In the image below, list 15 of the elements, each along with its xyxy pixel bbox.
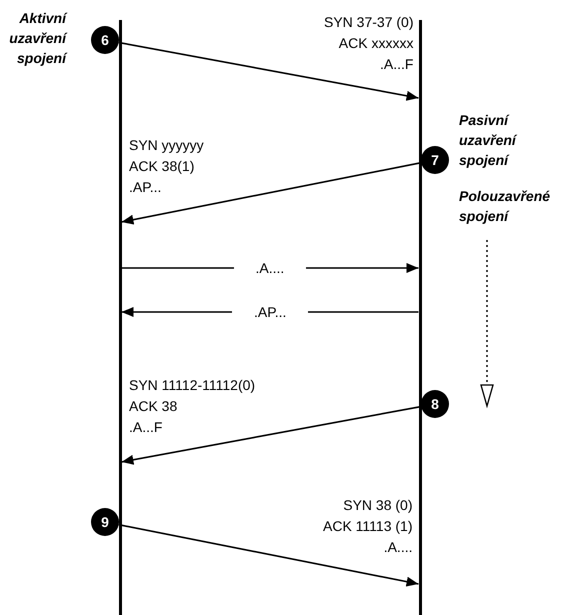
step-number-circle: 7	[421, 146, 449, 174]
step-number-circle: 9	[91, 508, 119, 536]
message-label: SYN 38 (0) ACK 11113 (1) .A....	[323, 496, 412, 557]
step-caption: Aktivní uzavření spojení	[8, 9, 66, 68]
state-note: Polouzavřené spojení	[459, 187, 552, 226]
message-label: SYN 11112-11112(0) ACK 38 .A...F	[129, 376, 256, 437]
lifeline	[118, 20, 122, 615]
message-label: SYN 37-37 (0) ACK xxxxxx .A...F	[324, 13, 414, 74]
step-number-circle: 8	[421, 390, 449, 418]
message-label: SYN yyyyyy ACK 38(1) .AP...	[129, 136, 204, 197]
message-arrow	[121, 406, 422, 465]
message-arrow	[121, 162, 422, 225]
step-number-circle: 6	[91, 26, 119, 54]
lifeline	[418, 20, 422, 615]
step-caption: Pasivní uzavření spojení	[459, 111, 518, 170]
